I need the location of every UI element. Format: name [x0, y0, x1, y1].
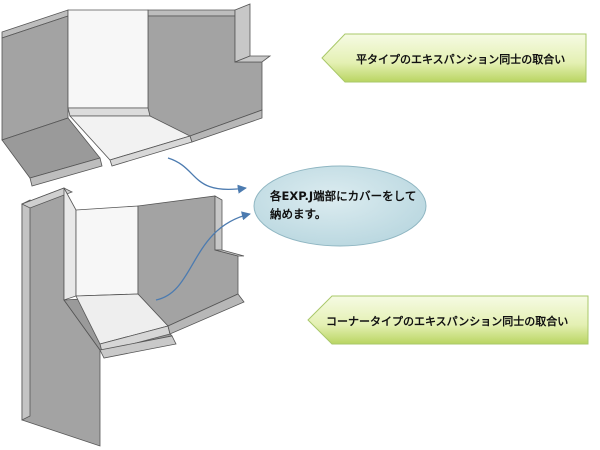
corner-type-drawing	[21, 187, 245, 447]
arrow-from-bottom-drawing	[155, 211, 251, 301]
flat-type-drawing	[1, 3, 272, 187]
bubble-line-1: 各EXP.J端部にカバーをして	[269, 189, 416, 203]
arrow-from-top-drawing	[167, 157, 247, 194]
bubble-line-2: 納めます。	[270, 207, 326, 221]
corner-type-label: コーナータイプのエキスパンション同士の取合い	[326, 314, 568, 328]
flat-type-callout: 平タイプのエキスパンション同士の取合い	[321, 33, 587, 83]
explanation-bubble: 各EXP.J端部にカバーをして 納めます。	[253, 165, 427, 247]
corner-type-callout: コーナータイプのエキスパンション同士の取合い	[307, 295, 589, 345]
flat-type-label: 平タイプのエキスパンション同士の取合い	[356, 52, 565, 66]
